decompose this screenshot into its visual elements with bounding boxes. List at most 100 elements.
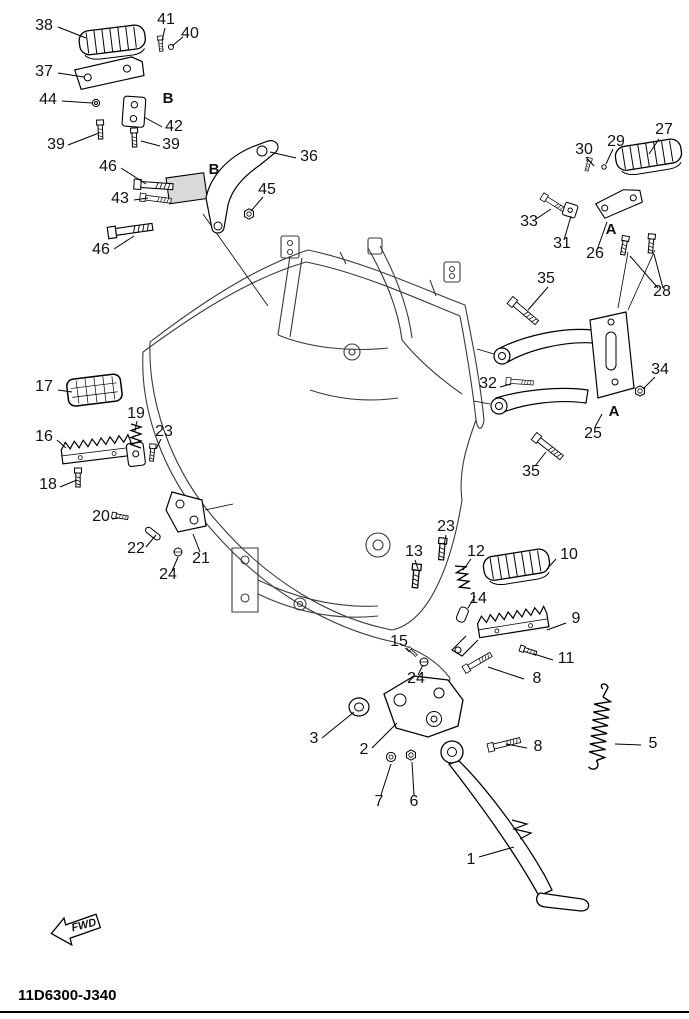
bolt-23-left [147,443,157,462]
callout-41: 41 [157,11,175,28]
callout-16: 16 [35,428,53,445]
callout-44: 44 [39,91,57,108]
callout-40: 40 [181,25,199,42]
callout-36: 36 [300,148,318,165]
bolt-35-upper [506,296,541,327]
callout-11: 11 [558,650,575,667]
callout-23: 23 [155,423,173,440]
cap-24-left [173,547,183,557]
bracket-21 [165,491,207,533]
bolt-23-center [436,537,448,561]
callout-8: 8 [533,670,542,687]
nut-34 [635,385,645,397]
spring-12 [454,563,472,592]
bolt-28-right [646,233,656,254]
callout-26: 26 [586,245,604,262]
footrest-rubber-10 [481,547,553,588]
callout-7: 7 [375,793,384,810]
bolt-20 [111,511,129,522]
callout-A: A [606,221,617,238]
callout-38: 38 [35,17,53,34]
callout-37: 37 [35,63,53,80]
callout-14: 14 [469,590,487,607]
callout-39: 39 [162,136,180,153]
spring-5 [588,683,613,770]
callout-30: 30 [575,141,593,158]
footrest-rubber-38 [77,23,148,62]
callout-8: 8 [534,738,543,755]
bracket-25 [490,311,635,415]
callout-B: B [163,90,174,107]
pin-44 [91,98,101,108]
footrest-pad-17 [66,373,123,407]
callout-22: 22 [127,540,145,557]
diagram-code: 11D6300-J340 [18,987,116,1004]
callout-24: 24 [407,670,425,687]
callout-B: B [209,161,220,178]
callout-27: 27 [655,121,673,138]
callout-25: 25 [584,425,602,442]
parts-drawing [59,23,685,912]
callout-13: 13 [405,543,423,560]
callout-3: 3 [310,730,319,747]
callout-21: 21 [192,550,210,567]
callout-1: 1 [467,851,476,868]
bracket-36 [205,140,279,234]
bushing-3 [348,697,370,717]
bolt-8-upper [461,650,494,674]
callout-35: 35 [522,463,540,480]
pin-22 [145,526,161,541]
fwd-label: FWD [70,917,97,935]
callout-35: 35 [537,270,555,287]
mount-block-top-left [165,172,208,205]
joint-31 [562,202,579,219]
callout-31: 31 [553,235,571,252]
callout-32: 32 [479,375,497,392]
bolt-35-lower [530,432,565,462]
fwd-arrow: FWD [50,913,102,947]
callout-43: 43 [111,190,129,207]
callout-12: 12 [467,543,485,560]
collar-14 [455,606,469,623]
callout-15: 15 [390,633,408,650]
bolt-46-lower [106,220,154,240]
footrest-body-37 [73,56,145,91]
stand-bracket-2 [383,675,464,738]
footrest-serrated-9 [475,605,550,639]
bolt-15 [406,646,419,658]
bolt-8-lower [486,735,522,753]
bracket-42 [121,95,147,128]
cap-24-center [419,657,429,667]
nut-6 [406,749,416,761]
bolt-13 [409,562,422,589]
side-stand-1 [440,740,590,912]
callout-34: 34 [651,361,669,378]
footrest-9-arm [451,635,479,657]
callout-2: 2 [360,741,369,758]
callout-29: 29 [607,133,625,150]
callout-20: 20 [92,508,110,525]
callout-6: 6 [410,793,419,810]
callout-18: 18 [39,476,57,493]
callout-A: A [609,403,620,420]
callout-39: 39 [47,136,65,153]
clip-29 [601,164,607,170]
callout-46: 46 [99,158,117,175]
callout-42: 42 [165,118,183,135]
callout-45: 45 [258,181,276,198]
callout-5: 5 [649,735,658,752]
callout-10: 10 [560,546,578,563]
washer-7 [385,751,397,763]
callout-28: 28 [653,283,671,300]
bolt-39-left [96,119,105,140]
callout-19: 19 [127,405,145,422]
footrest-serrated-16 [59,433,134,465]
callout-9: 9 [572,610,581,627]
callout-23: 23 [437,518,455,535]
frame-drawing [142,235,485,701]
leader-lines [56,26,664,858]
callout-24: 24 [159,566,177,583]
